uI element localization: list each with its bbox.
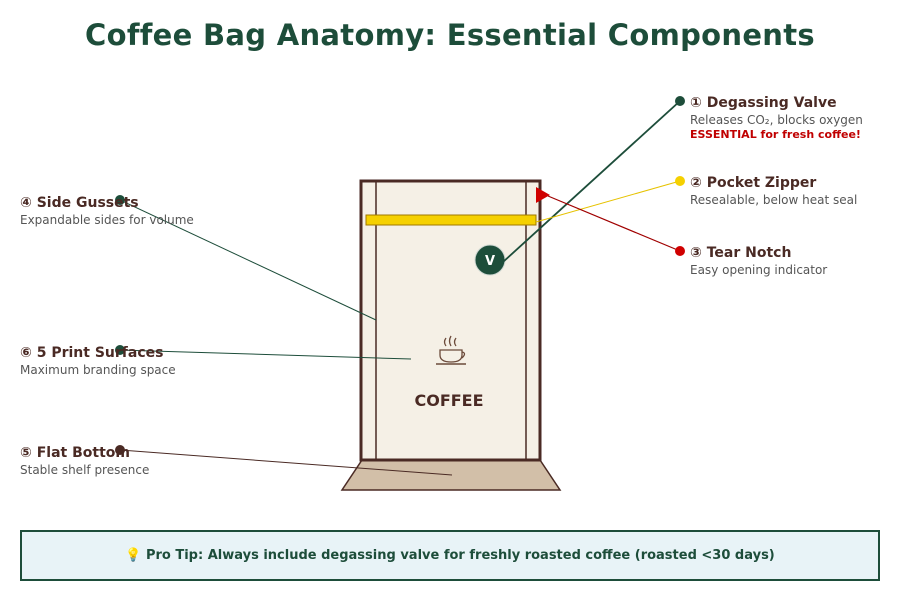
leader-degassing-valve	[502, 100, 681, 263]
bag-label: COFFEE	[414, 391, 483, 410]
callout-desc: Resealable, below heat seal	[690, 193, 858, 207]
valve-letter: V	[485, 254, 495, 269]
coffee-cup-icon	[436, 335, 466, 365]
callout-desc: Releases CO₂, blocks oxygen	[690, 113, 863, 127]
callout-heading: ③ Tear Notch	[690, 245, 792, 261]
diagram-title: Coffee Bag Anatomy: Essential Components	[85, 18, 815, 52]
tear-notch-marker	[536, 187, 550, 203]
callout-heading: ② Pocket Zipper	[690, 175, 817, 191]
callout-tear-notch: ③ Tear Notch Easy opening indicator	[690, 244, 827, 278]
dot-side-gussets	[115, 195, 125, 205]
callout-note: ESSENTIAL for fresh coffee!	[690, 128, 861, 141]
zipper-strip	[365, 214, 537, 226]
dot-print-surfaces	[115, 345, 125, 355]
pro-tip-box: 💡 Pro Tip: Always include degassing valv…	[20, 530, 880, 581]
callout-desc: Stable shelf presence	[20, 463, 150, 477]
callout-desc: Expandable sides for volume	[20, 213, 194, 227]
callout-pocket-zipper: ② Pocket Zipper Resealable, below heat s…	[690, 174, 857, 208]
dot-degassing-valve	[675, 96, 685, 106]
dot-flat-bottom	[115, 445, 125, 455]
leader-flat-bottom	[119, 449, 453, 476]
callout-heading: ① Degassing Valve	[690, 95, 837, 111]
callout-desc: Maximum branding space	[20, 363, 176, 377]
callout-heading: ⑤ Flat Bottom	[20, 445, 130, 461]
dot-pocket-zipper	[675, 176, 685, 186]
leader-side-gussets	[119, 199, 377, 321]
callout-heading: ④ Side Gussets	[20, 195, 139, 211]
leader-pocket-zipper	[535, 180, 681, 223]
callout-flat-bottom: ⑤ Flat Bottom Stable shelf presence	[20, 444, 149, 478]
leader-print-surfaces	[119, 349, 412, 360]
callout-side-gussets: ④ Side Gussets Expandable sides for volu…	[20, 194, 194, 228]
bag-body	[359, 179, 542, 462]
callout-desc: Easy opening indicator	[690, 263, 828, 277]
pro-tip-text: 💡 Pro Tip: Always include degassing valv…	[125, 548, 775, 563]
callout-degassing-valve: ① Degassing Valve Releases CO₂, blocks o…	[690, 94, 863, 142]
callout-heading: ⑥ 5 Print Surfaces	[20, 345, 164, 361]
callout-print-surfaces: ⑥ 5 Print Surfaces Maximum branding spac…	[20, 344, 176, 378]
dot-tear-notch	[675, 246, 685, 256]
leader-tear-notch	[547, 195, 681, 252]
